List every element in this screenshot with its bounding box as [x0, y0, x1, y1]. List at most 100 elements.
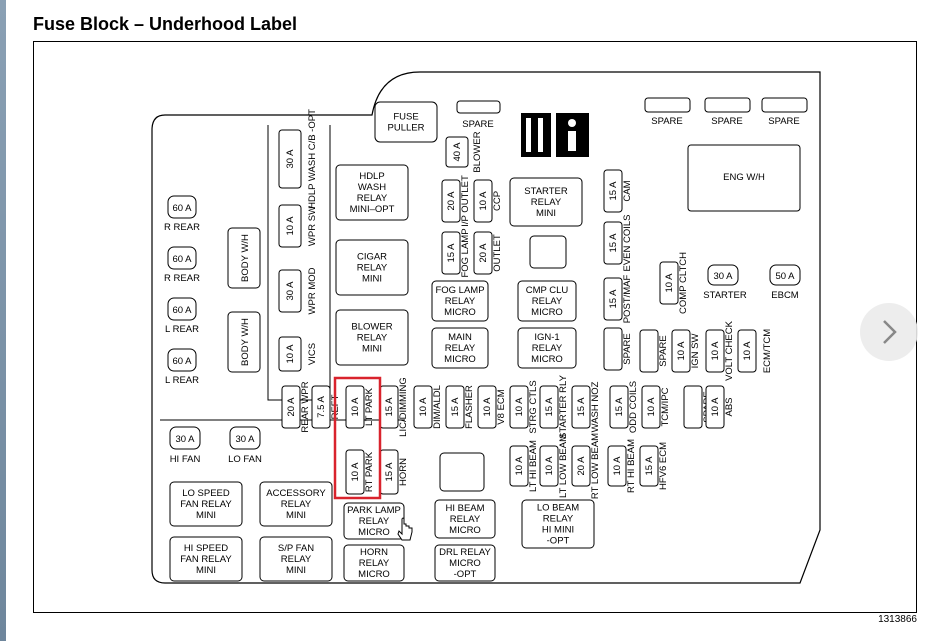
fuse [278, 129, 302, 189]
body-wh-label: BODY W/H [240, 318, 251, 366]
fuse-amp: 10 A [710, 341, 721, 361]
fuse-amp: 10 A [418, 397, 429, 417]
fuse [345, 385, 365, 429]
relay-mini [259, 536, 333, 582]
maxi-fuse [169, 426, 201, 450]
fuse-amp: 10 A [285, 216, 296, 236]
fuse [473, 231, 493, 275]
fuse-amp: 15 A [450, 397, 461, 417]
fuse [477, 385, 497, 429]
fuse-label: LT HI BEAM [528, 440, 539, 492]
fuse-label: ODD COILS [628, 381, 639, 433]
maxi-fuse [229, 426, 261, 450]
relay-mini-label: RELAY [531, 197, 562, 208]
fuse-amp: 10 A [350, 462, 361, 482]
fuse [603, 277, 623, 321]
relay-mini-label: MINI [286, 565, 306, 576]
window-edge [0, 0, 6, 641]
connector-housing [529, 235, 567, 269]
fuse-label: COMP CLTCH [678, 252, 689, 314]
spare-label: SPARE [651, 116, 683, 127]
fuse-puller-label: FUSE [393, 112, 418, 123]
fuse [441, 231, 461, 275]
fuse-label: LT PARK [364, 387, 375, 426]
relay-micro [517, 327, 577, 369]
fuse [278, 204, 302, 248]
relay-mini [335, 309, 409, 366]
relay-mini-label: CIGAR [357, 252, 387, 263]
fuse [607, 445, 627, 487]
relay-micro-label: MICRO [444, 307, 476, 318]
block-outline [151, 71, 821, 584]
maxi-fuse [707, 264, 739, 286]
figure-number: 1313866 [878, 614, 917, 625]
fuse-label: SPARE [622, 333, 633, 365]
relay-micro-label: RELAY [359, 516, 390, 527]
fuse-amp: 10 A [710, 397, 721, 417]
spare-label: SPARE [768, 116, 800, 127]
fuse [705, 329, 725, 373]
fuse-puller-label: PULLER [388, 123, 425, 134]
relay-mini-label: LO SPEED [182, 488, 230, 499]
fuse-label: RT LOW BEAM [590, 433, 601, 499]
fuse-label: STARTER RLY [558, 374, 569, 439]
relay-mini-label: FAN RELAY [180, 554, 232, 565]
fuse-amp: 10 A [350, 397, 361, 417]
manual-info-icon [521, 113, 589, 157]
fuse-amp: 10 A [285, 344, 296, 364]
fuse [445, 136, 469, 168]
fuse [278, 336, 302, 372]
body-wh-connector [227, 227, 261, 289]
relay-micro-label: FOG LAMP [435, 285, 484, 296]
relay-micro-label: CMP CLU [526, 285, 569, 296]
relay-micro [434, 499, 496, 539]
relay-mini-label: MINI [286, 510, 306, 521]
chevron-right-icon [883, 320, 897, 344]
fuse-label: IGN SW [690, 334, 701, 369]
fuse-amp: 15 A [614, 397, 625, 417]
fuse-amp: 10 A [482, 397, 493, 417]
relay-micro-label: MICRO [358, 569, 390, 580]
fuse [639, 329, 659, 373]
fuse-label: OUTLET [492, 234, 503, 272]
relay-mini-label: RELAY [357, 263, 388, 274]
fuse [281, 385, 301, 429]
fuse-label: VOLT CHECK [724, 320, 735, 380]
relay-micro-label: MICRO [449, 525, 481, 536]
relay-micro-label: RELAY [445, 296, 476, 307]
relay-mini [169, 536, 243, 582]
maxi-fuse-label: R REAR [164, 222, 200, 233]
fuse [413, 385, 433, 429]
fuse [311, 385, 331, 429]
relay-micro-label: MICRO [358, 527, 390, 538]
fuse-amp: 20 A [286, 397, 297, 417]
fuse-label: WPR MOD [307, 267, 318, 314]
relay-micro-label: -OPT [454, 569, 477, 580]
relay-micro [517, 280, 577, 322]
fuse-label: ECM/TCM [762, 329, 773, 373]
relay-mini-label: MINI [536, 208, 556, 219]
maxi-fuse-amp: 30 A [175, 434, 195, 445]
fuse-amp: 15 A [576, 397, 587, 417]
maxi-fuse [167, 195, 197, 219]
spare-slot [761, 97, 808, 113]
fuse [345, 449, 365, 495]
fuse-amp: 15 A [384, 462, 395, 482]
fuse-label: WPR SW [307, 206, 318, 246]
maxi-fuse-amp: 60 A [172, 254, 192, 265]
fuse-amp: 10 A [514, 456, 525, 476]
fuse-label: LT LOW BEAM [558, 434, 569, 498]
next-page-button[interactable] [860, 303, 918, 361]
relay-mini-label: S/P FAN [278, 543, 314, 554]
fuse-amp: 15 A [446, 243, 457, 263]
relay-micro [431, 280, 489, 322]
relay-micro-label: MICRO [449, 558, 481, 569]
fuse [278, 269, 302, 313]
fuse [609, 385, 629, 429]
fuse-amp: 10 A [664, 273, 675, 293]
fuse-label: RT HI BEAM [626, 439, 637, 493]
maxi-fuse-amp: 60 A [172, 356, 192, 367]
connector-housing [439, 452, 485, 492]
fuse-amp: 10 A [612, 456, 623, 476]
fuse-label: BLOWER [472, 131, 483, 172]
